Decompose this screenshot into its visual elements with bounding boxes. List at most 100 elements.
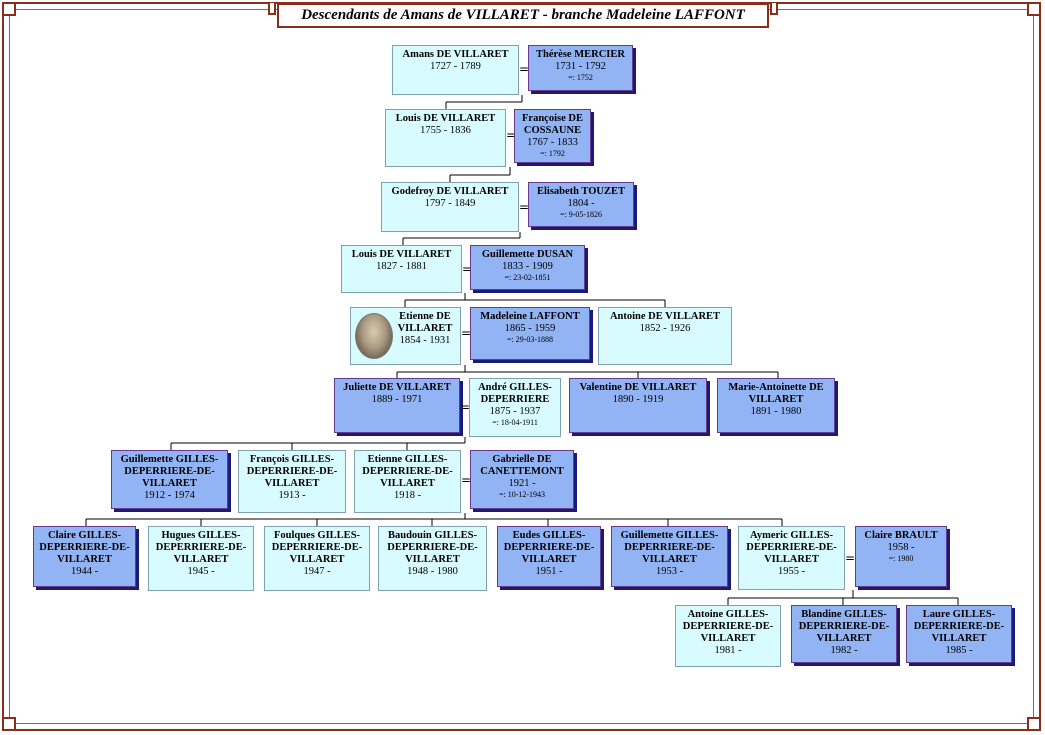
person-name: André GILLES-DEPERRIERE: [478, 382, 552, 405]
person-name: Elisabeth TOUZET: [536, 186, 626, 197]
person-name: Louis DE VILLARET: [395, 113, 496, 124]
person-guillemette-dusan[interactable]: Guillemette DUSAN 1833 - 1909 =: 23-02-1…: [470, 245, 585, 290]
person-name: Valentine DE VILLARET: [579, 382, 697, 393]
person-dates: 1889 - 1971: [371, 394, 423, 405]
person-name: Aymeric GILLES-DEPERRIERE-DE-VILLARET: [746, 530, 837, 565]
person-etienne-de-villaret-1854[interactable]: Etienne DE VILLARET 1854 - 1931: [350, 307, 461, 365]
person-aymeric-gilles-deperriere[interactable]: Aymeric GILLES-DEPERRIERE-DE-VILLARET 19…: [738, 526, 845, 590]
marriage-symbol: =: [506, 128, 517, 142]
person-name: Hugues GILLES-DEPERRIERE-DE-VILLARET: [155, 530, 247, 565]
person-hugues-gilles-deperriere[interactable]: Hugues GILLES-DEPERRIERE-DE-VILLARET 194…: [148, 526, 254, 591]
person-etienne-gilles-deperriere[interactable]: Etienne GILLES-DEPERRIERE-DE-VILLARET 19…: [354, 450, 461, 513]
person-dates: 1985 -: [945, 645, 973, 656]
person-dates: 1982 -: [830, 645, 858, 656]
person-name: Godefroy DE VILLARET: [391, 186, 509, 197]
person-dates: 1852 - 1926: [639, 323, 691, 334]
person-name: Madeleine LAFFONT: [480, 311, 580, 322]
marriage-date: =: 10-12-1943: [498, 490, 546, 499]
person-name: Antoine DE VILLARET: [609, 311, 721, 322]
person-dates: 1958 -: [887, 542, 915, 553]
person-dates: 1981 -: [714, 645, 742, 656]
frame-corner-top-left: [2, 2, 16, 16]
person-name: Blandine GILLES-DEPERRIERE-DE-VILLARET: [798, 609, 890, 644]
person-name: Louis DE VILLARET: [351, 249, 452, 260]
marriage-symbol: =: [519, 200, 530, 214]
person-dates: 1947 -: [303, 566, 331, 577]
person-name: Gabrielle DE CANETTEMONT: [480, 454, 564, 477]
person-dates: 1921 -: [508, 478, 536, 489]
person-name: Guillemette GILLES-DEPERRIERE-DE-VILLARE…: [120, 454, 219, 489]
person-therese-mercier[interactable]: Thérèse MERCIER 1731 - 1792 =: 1752: [528, 45, 633, 91]
title-tab-left: [268, 3, 276, 15]
person-name: Etienne DE VILLARET: [397, 311, 453, 334]
person-amans-de-villaret[interactable]: Amans DE VILLARET 1727 - 1789: [392, 45, 519, 95]
person-juliette-de-villaret[interactable]: Juliette DE VILLARET 1889 - 1971: [334, 378, 460, 433]
person-dates: 1767 - 1833: [527, 137, 578, 148]
marriage-symbol: =: [845, 551, 856, 565]
person-francoise-de-cossaune[interactable]: Françoise DE COSSAUNE 1767 - 1833 =: 179…: [514, 109, 591, 163]
person-dates: 1913 -: [278, 490, 306, 501]
person-dates: 1797 - 1849: [424, 198, 476, 209]
marriage-date: =: 23-02-1851: [504, 273, 551, 282]
title-tab-right: [770, 3, 778, 15]
person-name: Foulques GILLES-DEPERRIERE-DE-VILLARET: [271, 530, 363, 565]
person-foulques-gilles-deperriere[interactable]: Foulques GILLES-DEPERRIERE-DE-VILLARET 1…: [264, 526, 370, 591]
marriage-symbol: =: [519, 62, 530, 76]
person-claire-gilles-deperriere[interactable]: Claire GILLES-DEPERRIERE-DE-VILLARET 194…: [33, 526, 136, 587]
person-dates: 1731 - 1792: [555, 61, 606, 72]
person-dates: 1955 -: [777, 566, 806, 577]
person-name: Thérèse MERCIER: [536, 49, 625, 60]
portrait-photo: [355, 313, 393, 359]
person-francois-gilles-deperriere[interactable]: François GILLES-DEPERRIERE-DE-VILLARET 1…: [238, 450, 346, 513]
person-dates: 1912 - 1974: [144, 490, 195, 501]
marriage-date: =: 29-03-1888: [506, 335, 554, 344]
marriage-date: =: 1980: [888, 554, 914, 563]
page-title: Descendants de Amans de VILLARET - branc…: [277, 3, 769, 28]
person-name: Amans DE VILLARET: [402, 49, 509, 60]
marriage-symbol: =: [460, 400, 471, 414]
person-laure-gilles-deperriere[interactable]: Laure GILLES-DEPERRIERE-DE-VILLARET 1985…: [906, 605, 1012, 663]
person-eudes-gilles-deperriere[interactable]: Eudes GILLES-DEPERRIERE-DE-VILLARET 1951…: [497, 526, 601, 587]
person-dates: 1890 - 1919: [612, 394, 664, 405]
person-blandine-gilles-deperriere[interactable]: Blandine GILLES-DEPERRIERE-DE-VILLARET 1…: [791, 605, 897, 663]
person-valentine-de-villaret[interactable]: Valentine DE VILLARET 1890 - 1919: [569, 378, 707, 433]
person-andre-gilles-deperriere[interactable]: André GILLES-DEPERRIERE 1875 - 1937 =: 1…: [469, 378, 561, 437]
person-dates: 1833 - 1909: [502, 261, 553, 272]
person-claire-brault[interactable]: Claire BRAULT 1958 - =: 1980: [855, 526, 947, 587]
person-antoine-gilles-deperriere[interactable]: Antoine GILLES-DEPERRIERE-DE-VILLARET 19…: [675, 605, 781, 667]
person-name: François GILLES-DEPERRIERE-DE-VILLARET: [246, 454, 338, 489]
person-guillemette-gilles-deperriere-1912[interactable]: Guillemette GILLES-DEPERRIERE-DE-VILLARE…: [111, 450, 228, 509]
person-name: Marie-Antoinette DE VILLARET: [728, 382, 824, 405]
person-dates: 1854 - 1931: [399, 335, 451, 346]
person-gabrielle-de-canettemont[interactable]: Gabrielle DE CANETTEMONT 1921 - =: 10-12…: [470, 450, 574, 509]
person-name: Guillemette GILLES-DEPERRIERE-DE-VILLARE…: [620, 530, 719, 565]
person-dates: 1865 - 1959: [504, 323, 556, 334]
person-elisabeth-touzet[interactable]: Elisabeth TOUZET 1804 - =: 9-05-1826: [528, 182, 634, 227]
frame-corner-top-right: [1027, 2, 1041, 16]
person-dates: 1951 -: [535, 566, 563, 577]
person-dates: 1827 - 1881: [376, 261, 427, 272]
person-louis-de-villaret-1827[interactable]: Louis DE VILLARET 1827 - 1881: [341, 245, 462, 293]
person-guillemette-gilles-deperriere-1953[interactable]: Guillemette GILLES-DEPERRIERE-DE-VILLARE…: [611, 526, 728, 587]
person-name: Eudes GILLES-DEPERRIERE-DE-VILLARET: [503, 530, 595, 565]
person-marie-antoinette-de-villaret[interactable]: Marie-Antoinette DE VILLARET 1891 - 1980: [717, 378, 835, 433]
person-baudouin-gilles-deperriere[interactable]: Baudouin GILLES-DEPERRIERE-DE-VILLARET 1…: [378, 526, 487, 591]
person-name: Antoine GILLES-DEPERRIERE-DE-VILLARET: [682, 609, 774, 644]
person-godefroy-de-villaret[interactable]: Godefroy DE VILLARET 1797 - 1849: [381, 182, 519, 232]
person-dates: 1727 - 1789: [430, 61, 481, 72]
person-name: Claire BRAULT: [864, 530, 938, 541]
person-dates: 1755 - 1836: [420, 125, 471, 136]
marriage-symbol: =: [462, 262, 473, 276]
person-name: Françoise DE COSSAUNE: [522, 113, 583, 136]
person-dates: 1804 -: [567, 198, 595, 209]
marriage-date: =: 1752: [568, 73, 593, 82]
person-dates: 1918 -: [393, 490, 422, 501]
frame-corner-bottom-right: [1027, 717, 1041, 731]
person-madeleine-laffont[interactable]: Madeleine LAFFONT 1865 - 1959 =: 29-03-1…: [470, 307, 590, 360]
person-name: Juliette DE VILLARET: [343, 382, 451, 393]
person-louis-de-villaret-1755[interactable]: Louis DE VILLARET 1755 - 1836: [385, 109, 506, 167]
person-antoine-de-villaret-1852[interactable]: Antoine DE VILLARET 1852 - 1926: [598, 307, 732, 365]
marriage-symbol: =: [461, 473, 472, 487]
person-name: Baudouin GILLES-DEPERRIERE-DE-VILLARET: [387, 530, 478, 565]
